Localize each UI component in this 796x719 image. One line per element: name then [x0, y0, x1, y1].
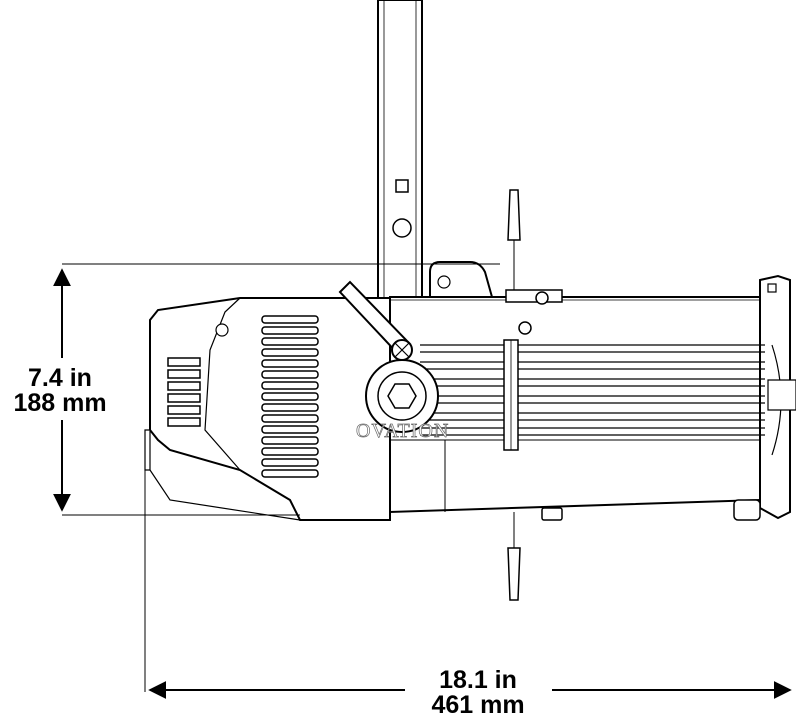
length-dimension-label: 18.1 in 461 mm	[408, 668, 548, 718]
height-metric: 188 mm	[13, 389, 107, 417]
yoke-pivot	[365, 359, 439, 433]
yoke-round-hole	[392, 218, 412, 238]
brand-label: OVATION	[356, 420, 450, 443]
height-imperial: 7.4 in	[28, 364, 92, 392]
shutter-bracket-top	[505, 289, 563, 335]
length-metric: 461 mm	[431, 691, 525, 719]
shutter-handle-bottom[interactable]	[507, 512, 521, 601]
barrel-ribs	[420, 344, 765, 436]
length-dimension-lines	[144, 430, 792, 699]
height-dimension-lines	[53, 263, 500, 516]
height-dimension-label: 7.4 in 188 mm	[0, 366, 120, 416]
yoke-lock-lever[interactable]	[338, 280, 413, 361]
fixture-body	[144, 261, 796, 521]
shutter-handle-top[interactable]	[507, 189, 521, 297]
side-vent-slats	[261, 315, 319, 478]
shutter-band	[503, 339, 519, 451]
rear-vent-slats	[167, 357, 201, 427]
yoke-square-hole	[395, 179, 409, 193]
length-imperial: 18.1 in	[439, 666, 517, 694]
